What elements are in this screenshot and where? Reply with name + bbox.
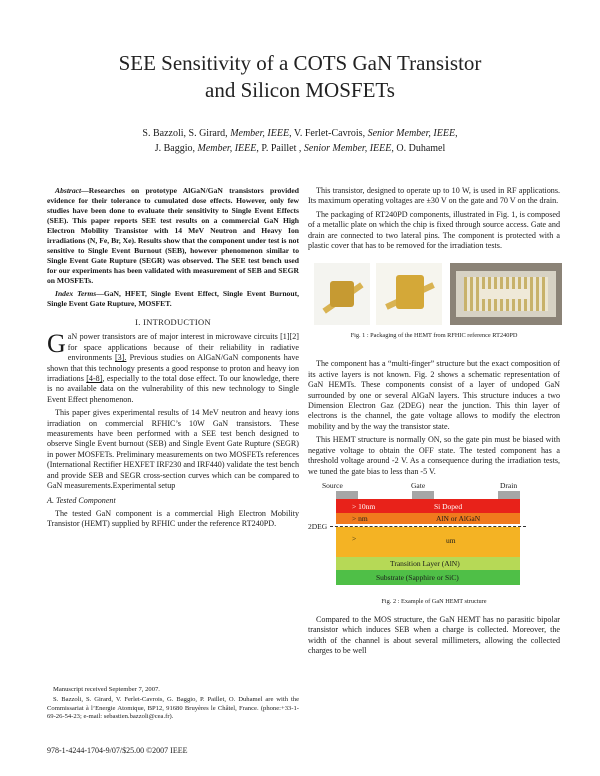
footnote: Manuscript received September 7, 2007. S… [47,686,299,723]
gate-label: Gate [411,480,426,490]
author-names: , V. Ferlet-Cavrois, [289,128,368,139]
author-line-2: J. Baggio, Member, IEEE, P. Paillet , Se… [40,141,560,156]
figure-2-caption-wrap: Fig. 2 : Example of GaN HEMT structure [308,597,560,607]
package-body [396,275,424,310]
right-paragraph-5: Compared to the MOS structure, the GaN H… [308,614,560,656]
intro-text-3: , especially to the total dose effect. T… [47,374,299,404]
si-doped-thickness: > 10nm [352,501,376,511]
source-contact [336,490,358,499]
gate-contact [412,490,434,499]
figure-1-caption: Fig. 1 : Packaging of the HEMT from RFHI… [350,332,518,340]
right-paragraph-1: This transistor, designed to operate up … [308,186,560,206]
paper-title: SEE Sensitivity of a COTS GaN Transistor… [40,50,560,104]
intro-paragraph-2: This paper gives experimental results of… [47,408,299,491]
author-list: S. Bazzoli, S. Girard, Member, IEEE, V. … [40,126,560,156]
abstract-lead: Abstract [55,186,82,195]
die-pad [480,289,530,300]
drain-label: Drain [500,480,518,490]
footnote-affiliation: S. Bazzoli, S. Girard, V. Ferlet-Cavrois… [47,695,299,721]
drop-cap: G [47,329,66,359]
author-role: Senior Member, IEEE [367,128,456,139]
substrate-layer [336,569,520,585]
figure-2: Source Gate Drain > 10nm Si Doped > nm A… [308,481,560,611]
reference-link-4-8[interactable]: [4-8] [86,374,103,384]
package-photo-1 [314,263,370,326]
title-line-1: SEE Sensitivity of a COTS GaN Transistor [118,51,482,75]
right-paragraph-3: The component has a “multi-finger” struc… [308,359,560,431]
twodeg-label: 2DEG [308,521,328,531]
index-terms: Index Terms—GaN, HFET, Single Event Effe… [47,289,299,309]
author-names: , P. Paillet , [256,143,304,154]
footnote-received: Manuscript received September 7, 2007. [53,686,160,693]
figure-1-caption-wrap: Fig. 1 : Packaging of the HEMT from RFHI… [308,331,560,341]
transition-label: Transition Layer (AlN) [390,558,460,568]
algan-layer [336,512,520,524]
figure-1: Fig. 1 : Packaging of the HEMT from RFHI… [308,257,562,357]
title-line-2: and Silicon MOSFETs [205,78,395,102]
package-body [330,281,354,308]
author-names: S. Bazzoli, S. Girard, [142,128,231,139]
author-separator: , [455,128,458,139]
author-line-1: S. Bazzoli, S. Girard, Member, IEEE, V. … [40,126,560,141]
gan-thickness: > [352,533,357,543]
author-role: Member, IEEE [197,143,257,154]
left-column: Abstract—Researches on prototype AlGaN/G… [47,186,299,533]
algan-label: AlN or AlGaN [436,513,481,523]
right-paragraph-4: This HEMT structure is normally ON, so t… [308,435,560,476]
die-micrograph [450,263,562,326]
gan-label: um [446,535,456,545]
source-label: Source [322,480,343,490]
author-role: Senior Member, IEEE [303,143,392,154]
intro-text-2: Previous studies on AlGaN/GaN components… [47,353,299,384]
right-paragraph-2: The packaging of RT240PD components, ill… [308,209,560,251]
index-terms-lead: Index Terms [55,289,97,298]
subsection-heading-tested-component: A. Tested Component [47,495,116,505]
algan-thickness: > nm [352,513,368,523]
drain-contact [498,490,520,499]
gan-layer [336,526,520,557]
author-role: Member, IEEE [230,128,290,139]
abstract: Abstract—Researches on prototype AlGaN/G… [47,186,299,286]
package-photo-2 [376,263,442,326]
section-heading-introduction: I. INTRODUCTION [135,317,211,327]
right-column: This transistor, designed to operate up … [308,186,562,660]
si-doped-layer [336,498,520,513]
author-names: , O. Duhamel [391,143,446,154]
twodeg-line [330,525,526,527]
si-doped-label: Si Doped [434,501,463,511]
index-terms-text: —GaN, HFET, Single Event Effect, Single … [47,289,300,308]
copyright-line: 978-1-4244-1704-9/07/$25.00 ©2007 IEEE [47,746,188,755]
abstract-text: —Researches on prototype AlGaN/GaN trans… [47,186,299,285]
tested-component-paragraph: The tested GaN component is a commercial… [47,508,299,529]
author-names: J. Baggio, [154,143,198,154]
intro-text-1: aN power transistors are of major intere… [67,332,299,363]
reference-link-3[interactable]: [3]. [114,353,127,363]
figure-2-caption: Fig. 2 : Example of GaN HEMT structure [381,597,487,605]
transition-layer [336,556,520,570]
substrate-label: Substrate (Sapphire or SiC) [376,572,459,582]
